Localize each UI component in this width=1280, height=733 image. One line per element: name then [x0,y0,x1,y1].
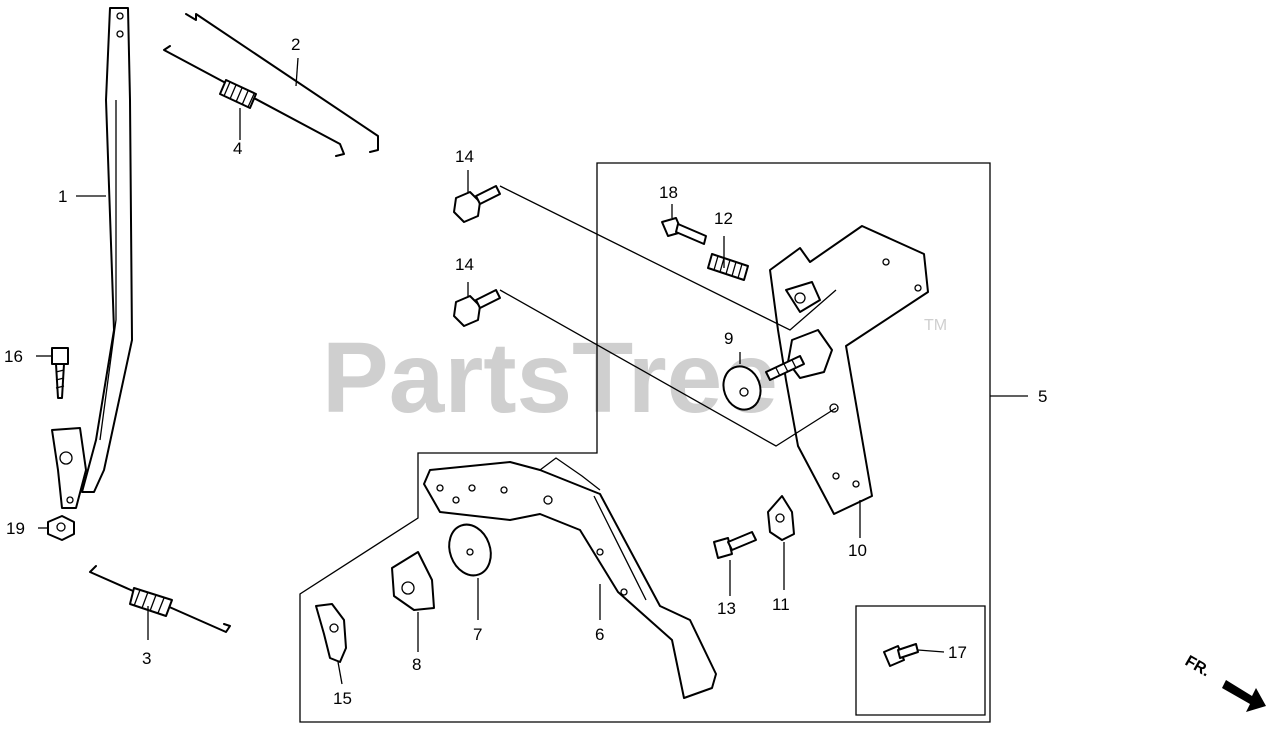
front-direction-label: FR. [1182,653,1213,681]
front-direction-marker: FR. [1182,653,1266,712]
assembly-box-17 [855,605,986,716]
callout-7: 7 [473,625,482,644]
callout-4: 4 [233,139,242,158]
callout-6: 6 [595,625,604,644]
part-10-lever [765,281,833,381]
part-13-bolt [713,531,757,559]
part-12-spring [707,253,749,281]
part-19-nut [47,515,75,541]
leader-14-upper-to-plate [499,185,837,331]
callout-10: 10 [848,541,867,560]
callout-13: 13 [717,599,736,618]
callout-18: 18 [659,183,678,202]
part-9-washer [722,365,762,411]
part-14-bolt-lower [453,289,501,327]
part-7-washer [448,523,492,577]
callout-14-upper: 14 [455,147,474,166]
callout-2: 2 [291,35,300,54]
part-2-rod [185,13,379,153]
leader-14-lower-to-plate [499,289,837,447]
callout-14-lower: 14 [455,255,474,274]
front-arrow-icon [1222,680,1266,712]
leader-lines [36,57,1028,685]
callout-1: 1 [58,187,67,206]
part-11-clip [767,495,795,541]
callout-11: 11 [772,595,790,614]
part-14-bolt-upper [453,185,501,223]
callout-8: 8 [412,655,421,674]
part-6-arm [423,457,717,699]
watermark-trademark: TM [924,317,947,334]
callout-19: 19 [6,519,25,538]
callout-3: 3 [142,649,151,668]
part-18-bolt [661,217,707,245]
part-16-bolt [51,347,69,399]
callout-17: 17 [948,643,967,662]
callout-12: 12 [714,209,733,228]
assembly-box-5 [299,162,991,723]
watermark-text: PartsTree [322,322,778,434]
part-15-wing-nut [315,603,347,663]
part-1-control-rod [51,7,133,509]
callout-15: 15 [333,689,352,708]
part-17-bolt [883,643,919,667]
callout-5: 5 [1038,387,1047,406]
part-3-spring-rod [89,565,231,633]
callout-9: 9 [724,329,733,348]
part-8-plate [391,551,435,611]
callout-16: 16 [4,347,23,366]
part-4-spring-rod [163,45,345,157]
